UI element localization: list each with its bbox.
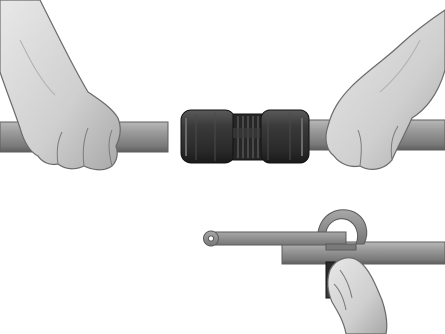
lower-hand — [328, 258, 387, 334]
spanner-wrench — [204, 210, 367, 250]
compression-coupling — [181, 110, 309, 163]
